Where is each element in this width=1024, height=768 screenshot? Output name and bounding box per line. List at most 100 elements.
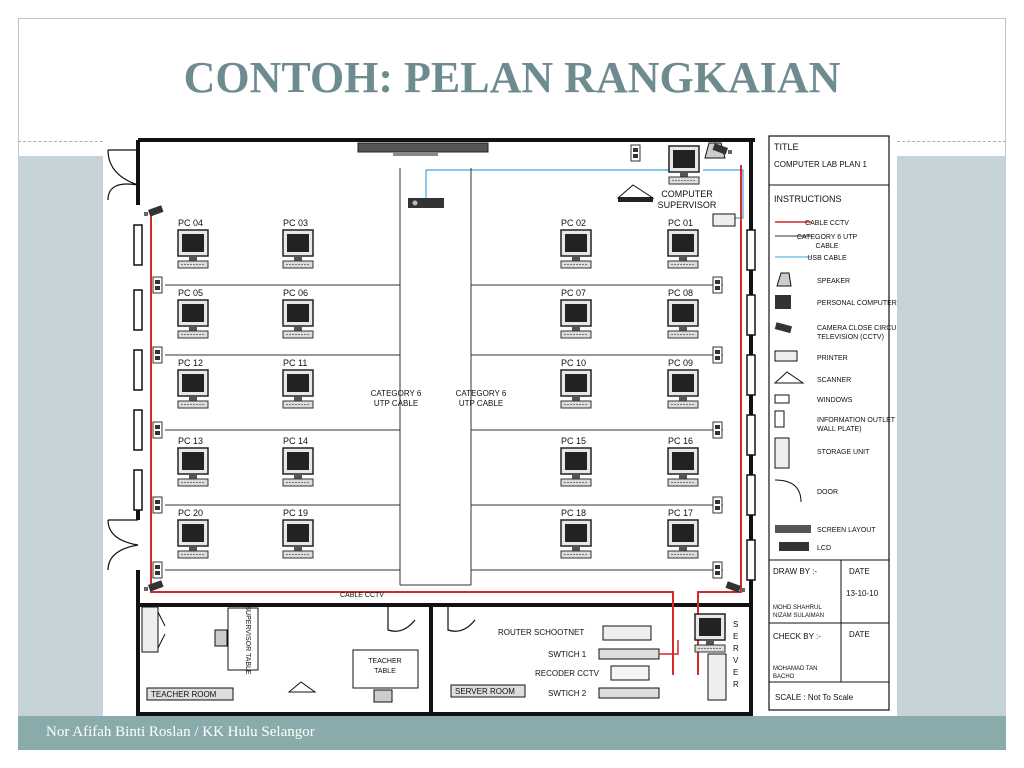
server-letter: V (733, 656, 739, 665)
teacher-room-label: TEACHER ROOM (151, 690, 217, 699)
legend-swatch-outlet (774, 410, 785, 428)
outlet-plate (712, 276, 723, 294)
rj45-outlet-icon (630, 144, 641, 162)
camera-body (148, 205, 164, 217)
pc-screen (287, 374, 309, 392)
pc-screen (182, 524, 204, 542)
pc-stand (572, 326, 580, 331)
legend-item-label: USB CABLE (807, 255, 847, 262)
storage-unit (141, 606, 159, 653)
pc-stand (679, 256, 687, 261)
window-left (133, 289, 143, 331)
pc-screen (672, 234, 694, 252)
pc-icon-right (560, 447, 592, 487)
outlet-port (155, 280, 160, 284)
pc-icon-right (560, 519, 592, 559)
camera-mount (728, 150, 732, 154)
legend-item-label: CABLE (816, 243, 839, 250)
pc-screen (287, 304, 309, 322)
outlet-port (155, 500, 160, 504)
rj45-outlet-icon (712, 276, 723, 294)
legend-item-label: TELEVISION (CCTV) (817, 334, 884, 341)
server-room-label: SERVER ROOM (455, 687, 515, 696)
pc-screen (182, 234, 204, 252)
teacher-chair (373, 689, 393, 703)
pc-icon-left (282, 299, 314, 339)
legend-item-label: SPEAKER (817, 278, 850, 285)
legend-title-label: TITLE (774, 142, 799, 152)
pc-label: PC 14 (283, 436, 308, 446)
pc-label: PC 17 (668, 508, 693, 518)
pc-stand (679, 396, 687, 401)
server-letter: E (733, 668, 738, 677)
switch1-icon (598, 648, 660, 660)
outlet-port (633, 154, 638, 158)
cctv-camera-icon (144, 580, 164, 592)
pc-label: PC 11 (283, 358, 307, 368)
camera-body (712, 143, 728, 155)
rj45-outlet-icon (712, 496, 723, 514)
window-right (746, 414, 756, 456)
pc-label: PC 02 (561, 218, 586, 228)
pc-label: PC 16 (668, 436, 693, 446)
pc-label: PC 15 (561, 436, 586, 446)
legend-item-label: CATEGORY 6 UTP (797, 234, 858, 241)
pc-label: PC 09 (668, 358, 693, 368)
utp-cable-label-left: UTP CABLE (374, 399, 418, 408)
pc-label: PC 08 (668, 288, 693, 298)
rj45-outlet-icon (152, 346, 163, 364)
door-top-left (107, 149, 139, 201)
scanner-base (618, 197, 653, 202)
pc-icon-left (282, 447, 314, 487)
pc-icon-right (667, 229, 699, 269)
pc-screen (287, 524, 309, 542)
legend-item-label: STORAGE UNIT (817, 449, 870, 456)
teacher-table-label: TEACHER (368, 658, 401, 665)
rj45-outlet-icon (152, 561, 163, 579)
window-right (746, 474, 756, 516)
legend-swatch-camera (774, 322, 793, 334)
pc-stand (294, 326, 302, 331)
pc-icon-right (667, 369, 699, 409)
router-label: ROUTER SCHOOTNET (498, 628, 584, 637)
legend-item-label: WINDOWS (817, 397, 853, 404)
legend-item-label: SCREEN LAYOUT (817, 527, 876, 534)
rj45-outlet-icon (712, 421, 723, 439)
pc-label: PC 18 (561, 508, 586, 518)
outlet-plate (712, 421, 723, 439)
title-rule-left (18, 141, 103, 142)
pc-label: PC 20 (178, 508, 203, 518)
pc-screen (565, 374, 587, 392)
legend-item-label: PRINTER (817, 355, 848, 362)
door-server-room (447, 605, 476, 632)
pc-stand (294, 396, 302, 401)
window-right (746, 539, 756, 581)
lcd-projector (408, 198, 444, 208)
outlet-port (715, 280, 720, 284)
pc-screen (182, 452, 204, 470)
outlet-port (155, 565, 160, 569)
pc-icon-right (667, 447, 699, 487)
legend-swatch-screen (775, 525, 811, 533)
legend-swatch-lcd (779, 542, 809, 551)
pc-stand (572, 256, 580, 261)
usb-cable-printer (703, 169, 744, 219)
pc-stand (189, 474, 197, 479)
outlet-port (715, 506, 720, 510)
pc-icon-right (560, 229, 592, 269)
pc-icon-left (177, 299, 209, 339)
server-cable (659, 640, 679, 655)
projection-screen (357, 142, 489, 153)
outlet-plate (712, 496, 723, 514)
legend-swatch-printer (774, 350, 798, 362)
pc-stand (294, 256, 302, 261)
pc-screen (672, 524, 694, 542)
teacher-table-label: TABLE (374, 668, 396, 675)
pc-stand (572, 546, 580, 551)
legend-swatch-window (774, 394, 790, 404)
teacher-table (352, 649, 419, 689)
pc-screen (287, 452, 309, 470)
date2-label: DATE (849, 630, 870, 639)
